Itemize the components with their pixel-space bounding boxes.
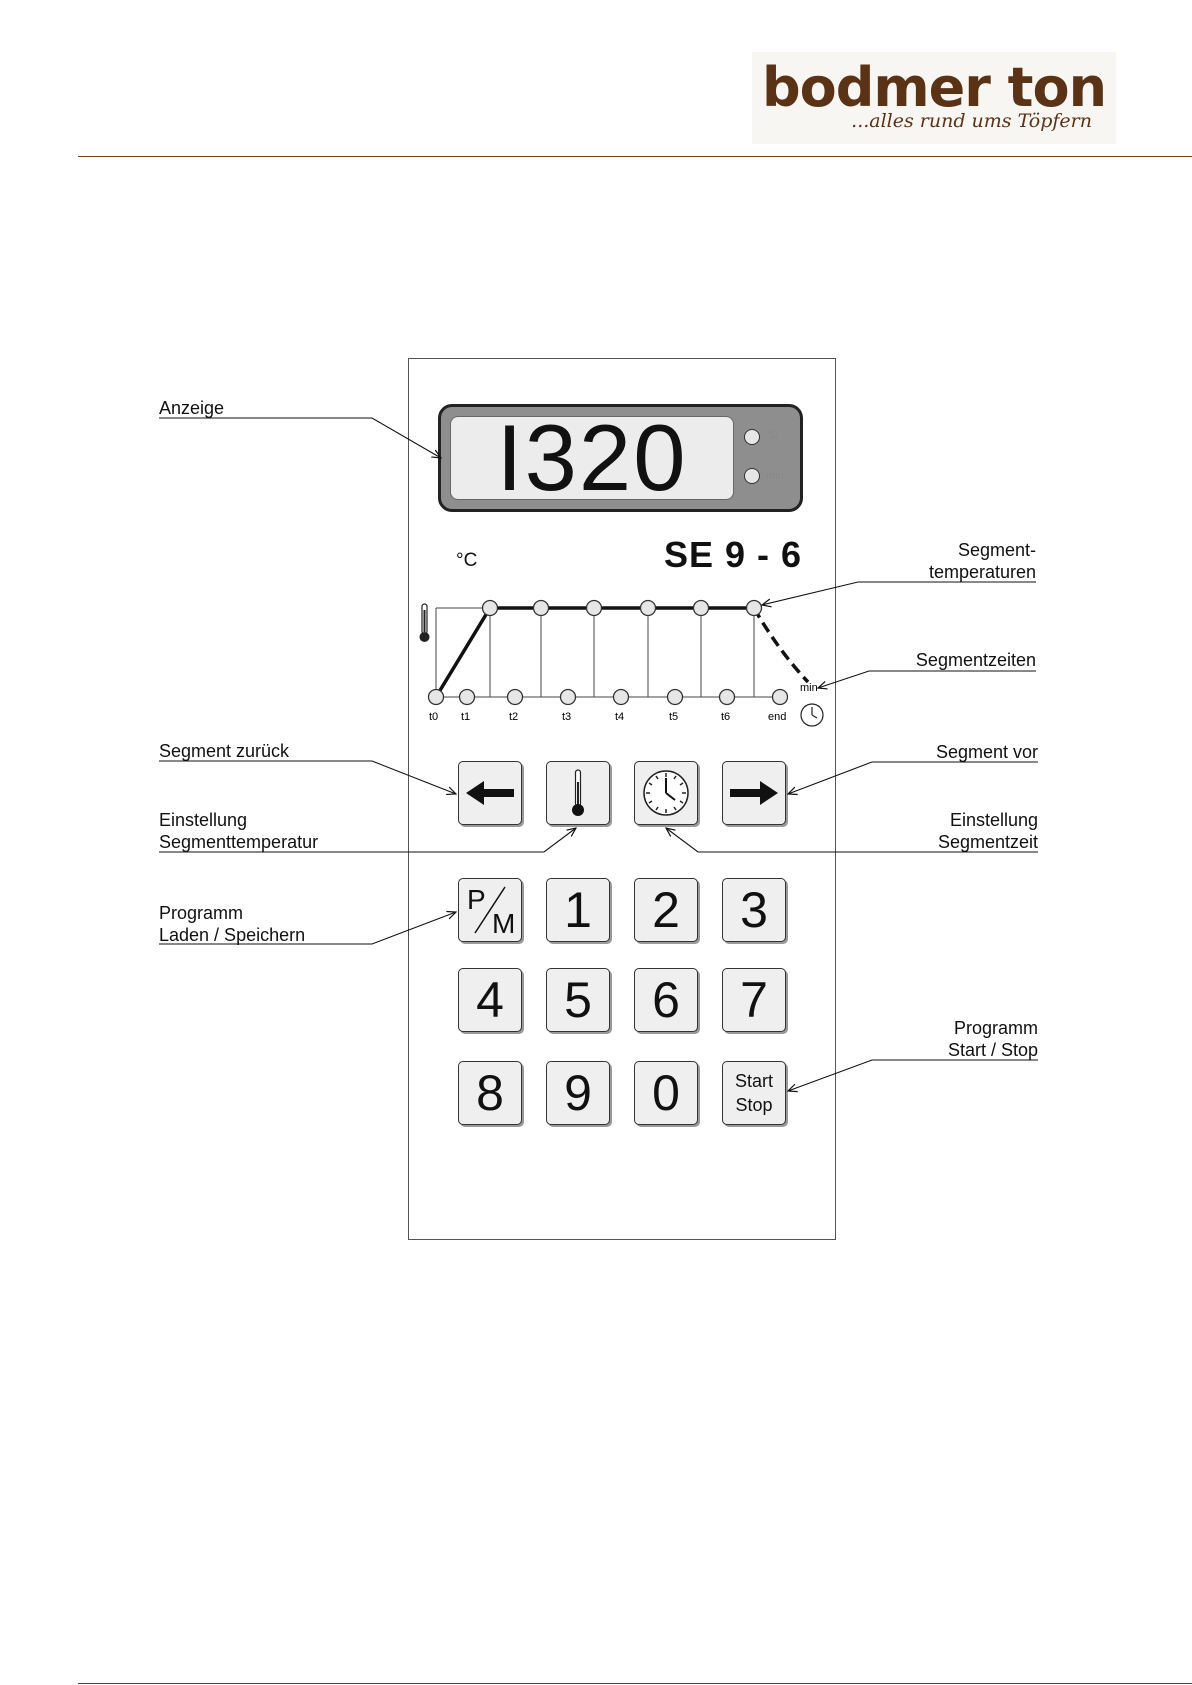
minutes-indicator-label: min [766,470,784,482]
display-readout: I320 [450,414,734,502]
left-arrow-icon [466,779,514,807]
annotation-line: Einstellung [159,809,318,831]
key-6[interactable]: 6 [634,968,698,1032]
segment-temperature-button[interactable] [546,761,610,825]
graph-min-label: min [800,682,818,694]
key-9[interactable]: 9 [546,1061,610,1125]
annotation-einstellung-segmentzeit: Einstellung Segmentzeit [870,809,1038,853]
right-arrow-icon [730,779,778,807]
header-divider [78,156,1192,157]
program-load-save-button[interactable]: P M [458,878,522,942]
annotation-programm-laden-speichern: Programm Laden / Speichern [159,902,305,946]
pm-key-bottom: M [492,908,515,939]
annotation-line: Programm [159,902,305,924]
segment-time-button[interactable] [634,761,698,825]
thermometer-icon [420,604,430,642]
key-8[interactable]: 8 [458,1061,522,1125]
brand-tagline: ...alles rund ums Töpfern [851,110,1092,132]
tick-t6: t6 [721,711,730,723]
annotation-line: Segmenttemperatur [159,831,318,853]
annotation-anzeige: Anzeige [159,397,224,419]
tick-t4: t4 [615,711,624,723]
key-3[interactable]: 3 [722,878,786,942]
key-5[interactable]: 5 [546,968,610,1032]
start-label: Start [735,1069,773,1093]
minutes-indicator-led [744,468,760,484]
tick-t0: t0 [429,711,438,723]
thermometer-icon [568,768,588,818]
key-1[interactable]: 1 [546,878,610,942]
tick-t3: t3 [562,711,571,723]
segment-back-button[interactable] [458,761,522,825]
pm-key-face: P M [461,881,519,939]
stop-label: Stop [735,1093,772,1117]
annotation-line: Einstellung [870,809,1038,831]
clock-icon [801,704,823,726]
tick-t1: t1 [461,711,470,723]
pm-key-top: P [467,884,486,915]
annotation-segment-vor: Segment vor [870,741,1038,763]
firing-profile-graph: min t0 t1 t2 t3 t4 t5 t6 end [408,560,834,740]
annotation-segmentzeiten: Segmentzeiten [870,649,1036,671]
tick-end: end [768,711,786,723]
annotation-programm-start-stop: Programm Start / Stop [870,1017,1038,1061]
start-stop-button[interactable]: Start Stop [722,1061,786,1125]
annotation-line: Segmentzeit [870,831,1038,853]
clock-icon [641,768,691,818]
annotation-line: temperaturen [870,561,1036,583]
annotation-segment-temperaturen: Segment- temperaturen [870,539,1036,583]
tick-t5: t5 [669,711,678,723]
key-4[interactable]: 4 [458,968,522,1032]
footer-divider [78,1683,1192,1684]
annotation-line: Laden / Speichern [159,924,305,946]
key-7[interactable]: 7 [722,968,786,1032]
key-2[interactable]: 2 [634,878,698,942]
celsius-indicator-led [744,429,760,445]
brand-logo: bodmer ton ...alles rund ums Töpfern [752,52,1116,144]
segment-forward-button[interactable] [722,761,786,825]
annotation-line: Segment- [870,539,1036,561]
annotation-segment-zurueck: Segment zurück [159,740,289,762]
tick-t2: t2 [509,711,518,723]
annotation-line: Programm [870,1017,1038,1039]
celsius-indicator-label: °C [766,429,778,441]
annotation-einstellung-segmenttemperatur: Einstellung Segmenttemperatur [159,809,318,853]
annotation-line: Start / Stop [870,1039,1038,1061]
key-0[interactable]: 0 [634,1061,698,1125]
